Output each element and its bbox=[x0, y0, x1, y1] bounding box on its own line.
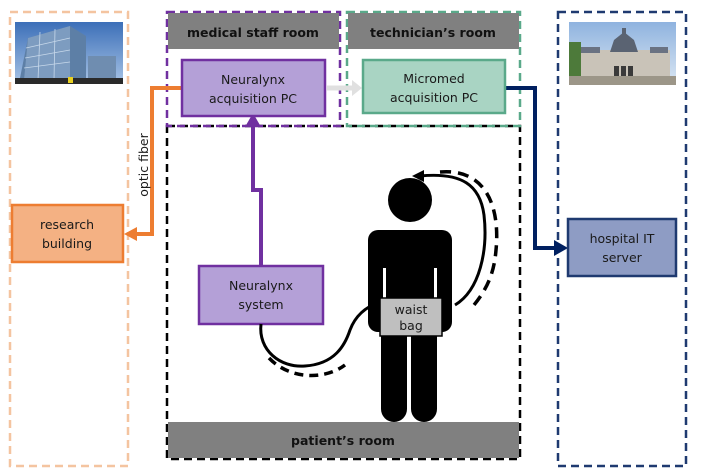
neuralynx-system-line1: Neuralynx bbox=[229, 278, 293, 293]
micromed-acquisition-pc-node[interactable]: Micromed acquisition PC bbox=[361, 58, 507, 115]
pc-to-pc-arrow bbox=[327, 80, 362, 96]
optic-fiber-label: optic fiber bbox=[136, 132, 151, 196]
patient-cable-icon bbox=[259, 170, 499, 378]
research-zone bbox=[8, 10, 130, 468]
research-building-line2: building bbox=[42, 236, 92, 251]
research-building-node[interactable]: research building bbox=[10, 203, 125, 264]
hospital-server-line2: server bbox=[602, 250, 642, 265]
medical-staff-room-zone bbox=[165, 10, 342, 128]
neuralynx-pc-line1: Neuralynx bbox=[221, 72, 285, 87]
hospital-server-line1: hospital IT bbox=[590, 231, 655, 246]
hospital-zone bbox=[556, 10, 688, 468]
neuralynx-pc-line2: acquisition PC bbox=[209, 91, 297, 106]
patient-room-header: patient’s room bbox=[291, 433, 395, 448]
neuralynx-system-node[interactable]: Neuralynx system bbox=[197, 264, 325, 326]
waist-bag: waist bag bbox=[379, 297, 443, 337]
medical-staff-room-header: medical staff room bbox=[187, 25, 319, 40]
technician-room-zone bbox=[345, 10, 522, 128]
neuralynx-link bbox=[245, 113, 263, 266]
neuralynx-system-line2: system bbox=[238, 297, 283, 312]
patient-room-zone bbox=[165, 124, 522, 461]
optic-fiber-link bbox=[124, 86, 182, 241]
hospital-it-server-node[interactable]: hospital IT server bbox=[566, 217, 678, 278]
micromed-link bbox=[505, 86, 568, 256]
research-building-photo-icon bbox=[15, 22, 123, 84]
waist-bag-line1: waist bbox=[395, 302, 428, 317]
hospital-building-photo-icon bbox=[569, 22, 676, 85]
waist-bag-line2: bag bbox=[399, 318, 423, 333]
neuralynx-acquisition-pc-node[interactable]: Neuralynx acquisition PC bbox=[180, 58, 327, 118]
micromed-pc-line1: Micromed bbox=[403, 71, 464, 86]
technician-room-header: technician’s room bbox=[370, 25, 496, 40]
micromed-pc-line2: acquisition PC bbox=[390, 90, 478, 105]
research-building-line1: research bbox=[40, 217, 94, 232]
